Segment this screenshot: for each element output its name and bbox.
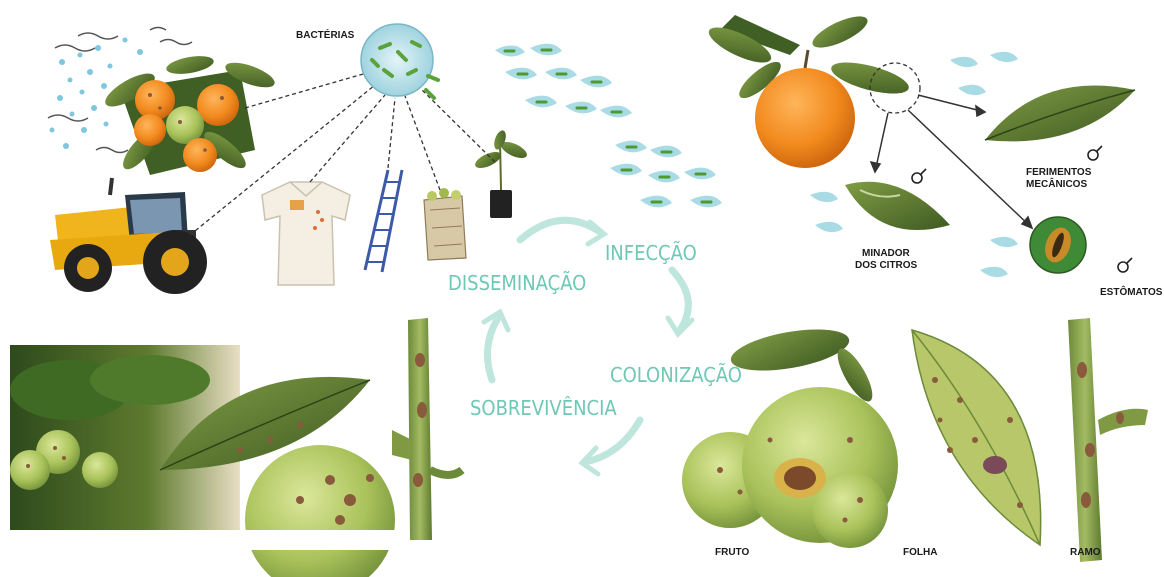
label-leafminer-1: MINADOR [862, 248, 911, 259]
label-leaf: FOLHA [903, 547, 937, 558]
leafminer-leaf-illustration [845, 182, 950, 230]
label-branch: RAMO [1070, 547, 1101, 558]
cycle-label-colonization: COLONIZAÇÃO [610, 363, 742, 387]
male-symbol-icon [1118, 258, 1132, 272]
label-fruit: FRUTO [715, 547, 749, 558]
shirt-illustration [262, 182, 350, 285]
branch-symptoms-illustration [1068, 318, 1148, 562]
label-stomata: ESTÔMATOS [1100, 285, 1163, 298]
male-symbol-icon [912, 169, 926, 183]
leaf-symptoms-illustration [912, 330, 1041, 545]
fruit-symptoms-illustration [682, 322, 898, 548]
infected-branch-illustration [392, 318, 462, 540]
stomata-magnified-circle [1030, 217, 1086, 273]
cycle-label-survival: SOBREVIVÊNCIA [470, 396, 617, 420]
label-wounds-1: FERIMENTOS [1026, 167, 1092, 178]
harvest-bag-illustration [424, 188, 466, 260]
label-wounds-2: MECÂNICOS [1026, 177, 1087, 190]
male-symbol-icon [1088, 146, 1102, 160]
label-bacteria: BACTÉRIAS [296, 28, 355, 41]
ladder-illustration [365, 170, 402, 272]
cycle-label-dissemination: DISSEMINAÇÃO [448, 271, 586, 295]
bacteria-magnified-circle [361, 24, 438, 98]
seedling-illustration [473, 129, 529, 218]
orange-tree-branch-illustration [101, 53, 278, 175]
wounded-leaf-illustration [985, 86, 1135, 142]
cycle-label-infection: INFECÇÃO [605, 241, 697, 265]
label-leafminer-2: DOS CITROS [855, 260, 918, 271]
tractor-illustration [50, 178, 207, 294]
